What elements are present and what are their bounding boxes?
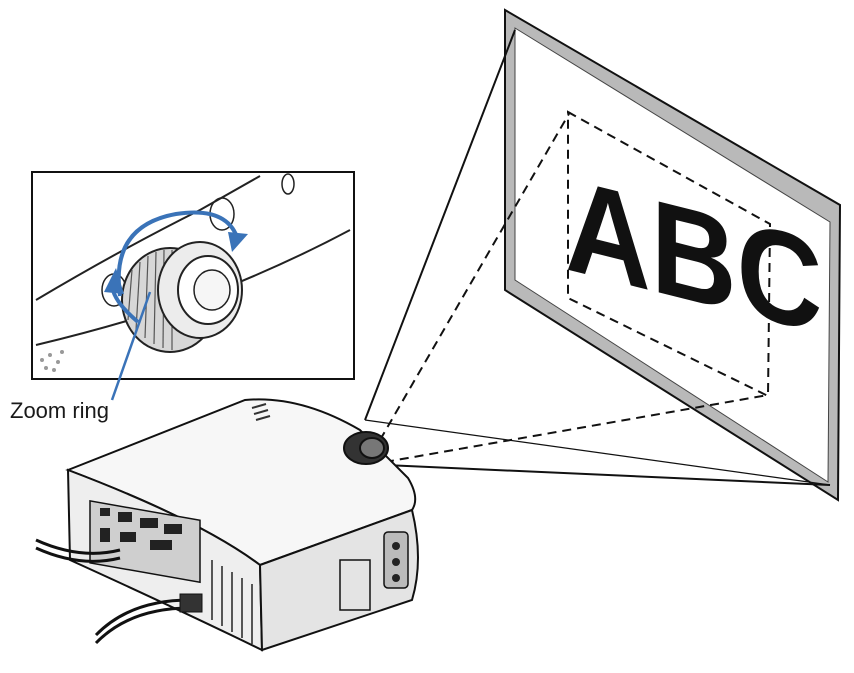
projection-beam bbox=[364, 29, 831, 486]
zoom-ring-label: Zoom ring bbox=[10, 398, 110, 423]
zoom-ring-pointer bbox=[110, 291, 152, 401]
power-cables bbox=[35, 538, 203, 645]
rotate-arrows-icon bbox=[104, 210, 248, 324]
zoom-ring-inset bbox=[31, 171, 355, 401]
projection-screen bbox=[504, 8, 842, 502]
zoomed-image-outline bbox=[567, 110, 772, 398]
projector bbox=[65, 398, 419, 652]
